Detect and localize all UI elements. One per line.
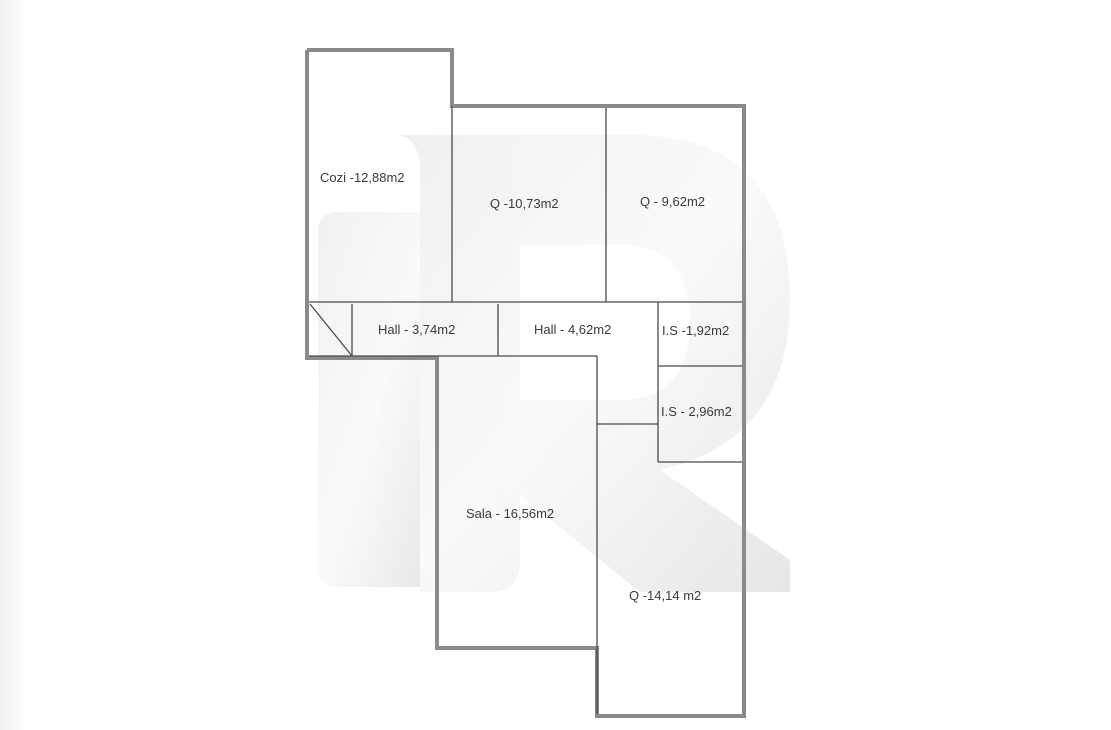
room-label-hall1: Hall - 3,74m2	[378, 322, 455, 337]
room-label-is1: I.S -1,92m2	[662, 323, 729, 338]
room-label-hall2: Hall - 4,62m2	[534, 322, 611, 337]
room-label-cozi: Cozi -12,88m2	[320, 170, 405, 185]
outer-walls	[305, 48, 746, 718]
room-label-q2: Q - 9,62m2	[640, 194, 705, 209]
room-label-q1: Q -10,73m2	[490, 196, 559, 211]
inner-walls	[309, 106, 742, 714]
room-label-q3: Q -14,14 m2	[629, 588, 701, 603]
page-edge-shadow	[0, 0, 26, 730]
room-label-is2: I.S - 2,96m2	[661, 404, 732, 419]
room-label-sala: Sala - 16,56m2	[466, 506, 554, 521]
logo-watermark-icon	[318, 135, 790, 592]
